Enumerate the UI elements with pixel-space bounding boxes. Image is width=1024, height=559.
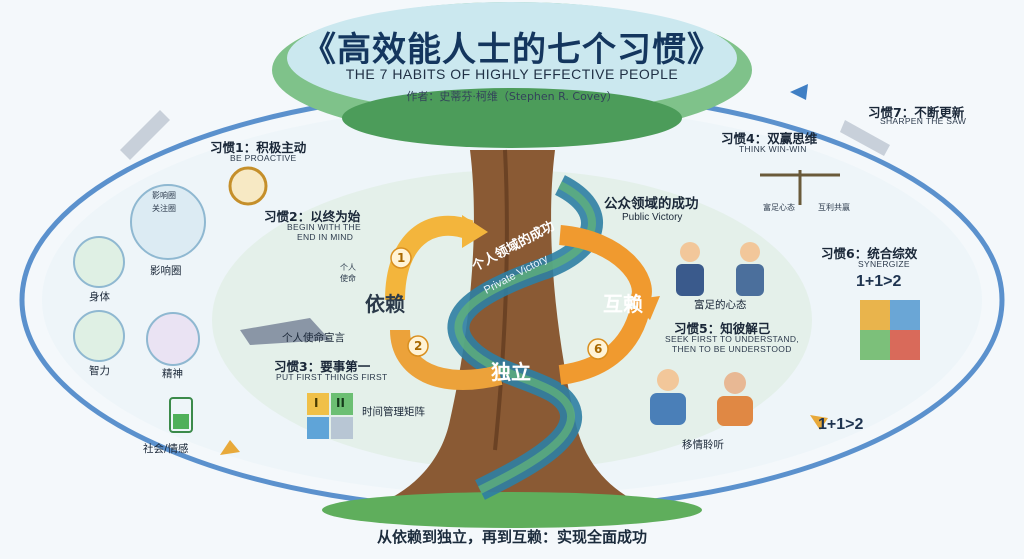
habit-5-en-line1: SEEK FIRST TO UNDERSTAND,	[665, 334, 799, 344]
habit-6-title: 习惯6：统合综效	[821, 246, 918, 261]
tree-trunk	[360, 150, 660, 510]
abundance-mentality-label: 富足的心态	[694, 299, 747, 311]
circle-of-concern-label: 关注圈	[152, 204, 176, 213]
arrow-dependence-head	[462, 215, 488, 248]
stage-interdependence: 互赖	[603, 292, 643, 316]
speaker-head	[724, 372, 746, 394]
cliff	[240, 318, 330, 345]
habit-7-title: 习惯7：不断更新	[868, 105, 965, 120]
spirit-circle	[146, 312, 200, 366]
synergy-formula-top: 1+1>2	[856, 273, 902, 290]
ground	[322, 492, 702, 528]
synergy-formula-bottom: 1+1>2	[818, 416, 864, 433]
matrix-q1	[307, 393, 329, 415]
habit-5-title: 习惯5：知彼解己	[674, 321, 771, 336]
habit-2-en-line1: BEGIN WITH THE	[287, 222, 361, 232]
listener-body	[650, 393, 686, 425]
orbit-arrow-right	[810, 415, 828, 430]
matrix-q4	[331, 417, 353, 439]
mission-scroll-label: 个人 使命	[340, 263, 356, 283]
habit-2-en-line2: END IN MIND	[297, 232, 354, 242]
body-circle	[73, 236, 125, 288]
badge-1-text: 1	[397, 251, 406, 265]
arrow-interdependence	[558, 225, 652, 305]
habit-5-en-line2: THEN TO BE UNDERSTOOD	[672, 344, 792, 354]
battery-icon	[169, 397, 193, 433]
habit-1-title: 习惯1：积极主动	[210, 140, 307, 155]
habit-6-en: SYNERGIZE	[858, 259, 910, 269]
matrix-q3	[307, 417, 329, 439]
battery-level	[173, 414, 189, 429]
saw-icon-left	[120, 110, 170, 160]
tree-canopy-base	[342, 88, 682, 148]
habit-3-en: PUT FIRST THINGS FIRST	[276, 372, 388, 382]
trunk-grain	[493, 149, 509, 451]
tree-canopy-front	[287, 2, 737, 114]
arrow-interdependence-head	[630, 296, 660, 320]
habit-4-title: 习惯4：双赢思维	[721, 131, 818, 146]
circle-of-influence-label: 影响圈	[152, 191, 176, 200]
influence-circle-graphic	[130, 184, 206, 260]
badge-6-text: 6	[594, 342, 603, 356]
mutual-benefit-label: 互利共赢	[818, 203, 850, 212]
habit-2-title: 习惯2：以终为始	[264, 209, 361, 224]
mind-circle	[73, 310, 125, 362]
book-title: 《高效能人士的七个习惯》	[302, 30, 722, 70]
person-left-body	[676, 264, 704, 296]
saw-icon-right	[840, 120, 890, 156]
footer-caption: 从依赖到独立，再到互赖：实现全面成功	[376, 528, 647, 546]
arrow-dependence	[385, 215, 474, 301]
speaker-body	[717, 396, 753, 426]
puzzle-piece-4	[890, 330, 920, 360]
body-label: 身体	[89, 291, 110, 303]
puzzle-piece-2	[890, 300, 920, 330]
stage-dependence: 依赖	[365, 292, 405, 316]
influence-label: 影响圈	[150, 265, 182, 277]
spirit-label: 精神	[162, 368, 183, 380]
badge-1	[390, 247, 412, 269]
mission-statement-label: 个人使命宣言	[282, 332, 345, 344]
matrix-q1-label: I	[314, 396, 319, 410]
badge-2	[407, 335, 429, 357]
habit-7-en: SHARPEN THE SAW	[880, 116, 967, 126]
badge-6	[587, 338, 609, 360]
habit-4-en: THINK WIN-WIN	[739, 144, 807, 154]
arrow-independence	[390, 329, 503, 390]
mind-label: 智力	[89, 365, 110, 377]
matrix-q2-label: II	[336, 396, 345, 410]
public-victory-en: Public Victory	[622, 212, 683, 223]
time-matrix-label: 时间管理矩阵	[362, 406, 425, 418]
habit-1-en: BE PROACTIVE	[230, 153, 297, 163]
person-left-head	[680, 242, 700, 262]
badge-2-text: 2	[414, 339, 423, 353]
listener-head	[657, 369, 679, 391]
stage-independence: 独立	[491, 360, 531, 384]
empathic-listening-label: 移情聆听	[682, 439, 724, 451]
person-right-head	[740, 242, 760, 262]
habit-3-title: 习惯3：要事第一	[274, 359, 371, 374]
person-right-body	[736, 264, 764, 296]
book-author: 作者：史蒂芬·柯维（Stephen R. Covey）	[406, 90, 618, 103]
social-label: 社会/情感	[143, 443, 189, 455]
book-subtitle: THE 7 HABITS OF HIGHLY EFFECTIVE PEOPLE	[345, 66, 679, 82]
orbit-arrow-top	[790, 84, 808, 100]
puzzle-piece-3	[860, 330, 890, 360]
puzzle-piece-1	[860, 300, 890, 330]
public-victory-cn: 公众领域的成功	[604, 196, 699, 212]
arrow-independence-right	[558, 307, 650, 385]
abundance-small-label: 富足心态	[763, 203, 795, 212]
compass-icon	[228, 166, 268, 206]
orbit-arrow-left	[220, 440, 240, 455]
matrix-q2	[331, 393, 353, 415]
